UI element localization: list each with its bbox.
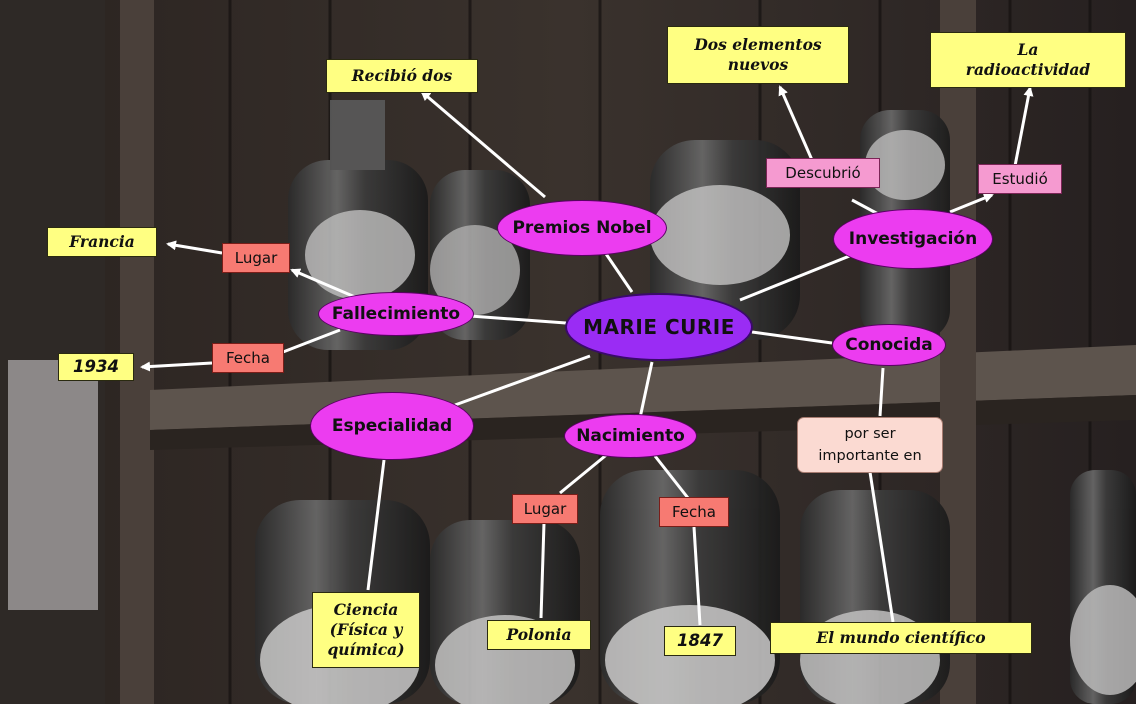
branch-conocida: Conocida xyxy=(832,324,946,366)
link-lugar-fallecimiento: Lugar xyxy=(222,243,290,273)
leaf-francia: Francia xyxy=(47,227,157,257)
branch-premios-nobel: Premios Nobel xyxy=(497,200,667,256)
leaf-radioactividad: La radioactividad xyxy=(930,32,1126,88)
leaf-recibio-dos: Recibió dos xyxy=(326,59,478,93)
link-por-ser-importante: por ser importante en xyxy=(797,417,943,473)
branch-investigacion: Investigación xyxy=(833,209,993,269)
leaf-dos-elementos-nuevos: Dos elementos nuevos xyxy=(667,26,849,84)
branch-nacimiento: Nacimiento xyxy=(564,414,697,458)
leaf-ciencia: Ciencia (Física y química) xyxy=(312,592,420,668)
link-descubrio: Descubrió xyxy=(766,158,880,188)
branch-fallecimiento: Fallecimiento xyxy=(318,292,474,336)
link-lugar-nacimiento: Lugar xyxy=(512,494,578,524)
leaf-polonia: Polonia xyxy=(487,620,591,650)
branch-especialidad: Especialidad xyxy=(310,392,474,460)
leaf-1847: 1847 xyxy=(664,626,736,656)
leaf-1934: 1934 xyxy=(58,353,134,381)
link-fecha-nacimiento: Fecha xyxy=(659,497,729,527)
link-fecha-fallecimiento: Fecha xyxy=(212,343,284,373)
central-node: MARIE CURIE xyxy=(565,293,753,361)
link-estudio: Estudió xyxy=(978,164,1062,194)
leaf-mundo-cientifico: El mundo científico xyxy=(770,622,1032,654)
